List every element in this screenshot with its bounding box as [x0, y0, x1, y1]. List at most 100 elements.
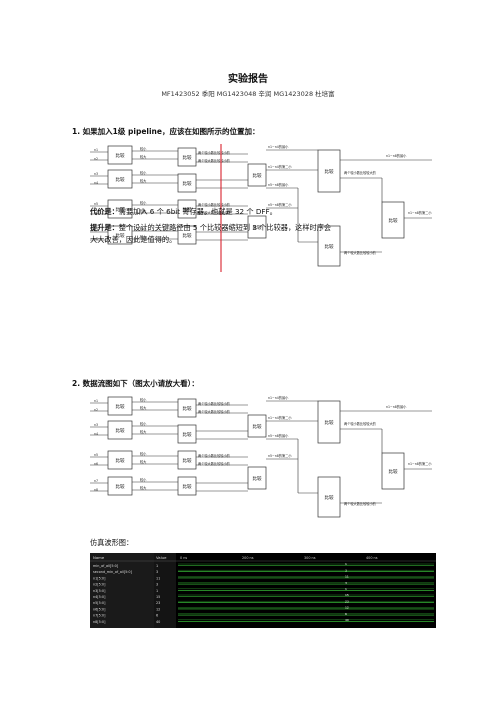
- comparator-stage1-2: [107, 169, 133, 189]
- large-label: 较大: [140, 234, 147, 239]
- comparator-stage1-3-label: 比较: [115, 206, 125, 213]
- comparator-stage4-bottom: [317, 225, 341, 267]
- comparator-stage4-top-label: 比较: [324, 419, 334, 426]
- comparator-stage2-3-label: 比较: [182, 206, 192, 213]
- out-second-5-8-label: n5~n8的第二小: [268, 202, 292, 207]
- comparator-stage3-bottom-label: 比较: [252, 224, 262, 231]
- section2-heading: 2. 数据流图如下（图太小请放大看）：: [72, 379, 199, 388]
- cost-text: 需要加入 6 个 6bit 寄存器。也就是 32 个 DFF。: [118, 207, 277, 216]
- comparator-stage1-4-label: 比较: [115, 232, 125, 239]
- out-min-1-4-label: n1~n4的最小: [268, 395, 289, 400]
- input-label-n7: n7: [94, 228, 98, 232]
- two-large-min-label: 两个较大数比较较小的: [198, 409, 230, 414]
- two-small-min-label: 两个较小数比较较小的: [198, 401, 230, 406]
- signal-value: 1: [156, 564, 158, 568]
- comparator-stage2-1-label: 比较: [182, 405, 192, 412]
- comparator-stage4-bottom: [317, 476, 341, 518]
- comparator-stage1-2-label: 比较: [115, 176, 125, 183]
- input-label-n2: n2: [94, 157, 98, 161]
- two-large-min-label: 两个较大数比较较小的: [198, 158, 230, 163]
- signal-value-panel: [154, 553, 176, 628]
- signal-trace-value: 23: [345, 599, 349, 603]
- gain-label: 提升是：: [90, 223, 119, 232]
- signal-name: n1[5:0]: [93, 576, 106, 580]
- column-header-value: Value: [156, 555, 167, 560]
- signal-value: 6: [156, 614, 158, 618]
- signal-trace-value: 3: [345, 568, 347, 572]
- out-min-5-8-label: n5~n8的最小: [268, 433, 289, 438]
- comparator-stage1-4: [107, 476, 133, 496]
- input-label-n3: n3: [94, 172, 98, 176]
- comparator-stage5: [381, 201, 405, 239]
- comparator-stage4-bottom-label: 比较: [324, 494, 334, 501]
- input-label-n6: n6: [94, 211, 98, 215]
- input-label-n4: n4: [94, 432, 98, 436]
- comparator-stage5-label: 比较: [388, 217, 398, 224]
- out-second-1-8-label: n1~n8的第二小: [408, 461, 432, 466]
- signal-trace-value: 1: [345, 562, 347, 566]
- two-large-min-label: 两个较大数比较较小的: [198, 210, 230, 215]
- out-second-1-8-label: n1~n8的第二小: [408, 210, 432, 215]
- comparator-stage2-2: [177, 424, 197, 444]
- two-small-max-label: 两个较小数比较较大的: [344, 170, 376, 175]
- gain-text-1: 整个设计的关键路径由 5 个比较器缩短到 3 个比较器，这样时序会: [118, 223, 332, 232]
- comparator-stage2-3: [177, 450, 197, 470]
- cost-label: 代价是：: [90, 207, 119, 216]
- column-header-name: Name: [93, 555, 105, 560]
- signal-name-panel: [90, 553, 154, 628]
- signal-trace-value: 40: [345, 618, 349, 622]
- signal-name: n2[5:0]: [93, 583, 106, 587]
- small-label: 较小: [140, 200, 147, 205]
- two-large-min-label: 两个较大数比较较小的: [344, 501, 376, 506]
- signal-value: 12: [156, 607, 160, 611]
- input-label-n1: n1: [94, 399, 98, 403]
- large-label: 较大: [140, 208, 147, 213]
- comparator-stage2-2: [177, 173, 197, 193]
- input-label-n1: n1: [94, 148, 98, 152]
- comparator-stage2-4-label: 比较: [182, 232, 192, 239]
- out-min-1-8-label: n1~n8的最小: [386, 153, 407, 158]
- out-second-5-8-label: n5~n8的第二小: [268, 453, 292, 458]
- comparator-stage2-4: [177, 225, 197, 245]
- signal-value: 11: [156, 576, 160, 580]
- input-label-n6: n6: [94, 462, 98, 466]
- comparator-stage2-3-label: 比较: [182, 457, 192, 464]
- comparator-stage1-4-label: 比较: [115, 483, 125, 490]
- signal-value: 15: [156, 595, 160, 599]
- input-label-n8: n8: [94, 237, 98, 241]
- signal-name: min_of_all[5:0]: [93, 564, 119, 568]
- dataflow-diagram-pipeline: 比较n1n2较小较大比较n3n4较小较大比较n5n6较小较大比较n7n8较小较大…: [90, 144, 432, 272]
- comparator-stage1-3: [107, 199, 133, 219]
- comparator-stage1-3-label: 比较: [115, 457, 125, 464]
- out-second-1-4-label: n1~n4的第二小: [268, 415, 292, 420]
- input-label-n5: n5: [94, 202, 98, 206]
- signal-name: n3[5:0]: [93, 589, 106, 593]
- two-large-min-label: 两个较大数比较较小的: [198, 461, 230, 466]
- time-tick-label: 300 ns: [304, 556, 316, 560]
- comparator-stage5: [381, 452, 405, 490]
- comparator-stage2-3: [177, 199, 197, 219]
- input-label-n4: n4: [94, 181, 98, 185]
- large-label: 较大: [140, 405, 147, 410]
- out-min-5-8-label: n5~n8的最小: [268, 182, 289, 187]
- signal-value: 40: [156, 620, 160, 624]
- out-second-1-4-label: n1~n4的第二小: [268, 164, 292, 169]
- signal-trace-value: 1: [345, 587, 347, 591]
- signal-trace-value: 15: [345, 593, 349, 597]
- signal-name: second_min_of_all[5:0]: [93, 570, 133, 574]
- two-small-min-label: 两个较小数比较较小的: [198, 202, 230, 207]
- comparator-stage3-top-label: 比较: [252, 172, 262, 179]
- signal-name: n4[5:0]: [93, 595, 106, 599]
- comparator-stage1-3: [107, 450, 133, 470]
- comparator-stage4-top: [317, 149, 341, 193]
- signal-name: n6[5:0]: [93, 607, 106, 611]
- large-label: 较大: [140, 459, 147, 464]
- comparator-stage2-4-label: 比较: [182, 483, 192, 490]
- signal-trace-value: 3: [345, 581, 347, 585]
- section1-heading: 1. 如果加入1级 pipeline，应该在如图所示的位置加：: [72, 127, 260, 136]
- signal-value: 3: [156, 570, 158, 574]
- large-label: 较大: [140, 429, 147, 434]
- input-label-n5: n5: [94, 453, 98, 457]
- comparator-stage4-top: [317, 400, 341, 444]
